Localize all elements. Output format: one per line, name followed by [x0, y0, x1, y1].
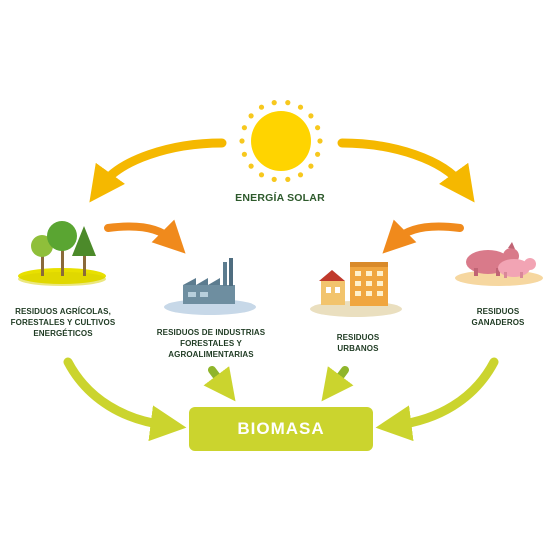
- sun-ray: [271, 100, 277, 106]
- inner-arrow-left: [104, 219, 186, 254]
- sun-ray: [285, 100, 291, 106]
- sun-ray: [297, 172, 304, 178]
- biomasa-label: BIOMASA: [237, 419, 325, 438]
- trees-icon: [18, 221, 106, 286]
- sun-ray: [241, 125, 247, 131]
- biomass-arrow-inner-left: [203, 366, 236, 402]
- inner-arrow-right: [382, 219, 464, 254]
- biomass-arrow-outer-right: [375, 357, 499, 442]
- buildings-icon: [310, 262, 402, 317]
- sun-label: ENERGÍA SOLAR: [235, 192, 325, 204]
- sun-arrow-left: [89, 138, 227, 203]
- biomasa-box: BIOMASA: [189, 407, 373, 451]
- sun-ray: [258, 172, 265, 178]
- sun-ray: [248, 113, 254, 119]
- pigs-icon: [455, 242, 543, 286]
- sun-arrow-right: [337, 138, 475, 203]
- sun-ray: [271, 176, 277, 182]
- sun-ray: [248, 163, 254, 169]
- sun-ray: [258, 104, 265, 110]
- source-label-agricolas: RESIDUOS AGRÍCOLAS, FORESTALES Y CULTIVO…: [10, 307, 116, 338]
- sun-ray: [285, 176, 291, 182]
- factory-icon: [164, 258, 256, 315]
- biomass-arrow-inner-right: [321, 366, 354, 402]
- sun-ray: [308, 113, 314, 119]
- source-label-urbanos: RESIDUOS URBANOS: [336, 333, 380, 353]
- sun-ray: [297, 104, 304, 110]
- biomass-arrow-outer-left: [63, 357, 187, 442]
- source-label-industrias: RESIDUOS DE INDUSTRIAS FORESTALES Y AGRO…: [156, 328, 266, 359]
- sun-icon: [239, 100, 323, 182]
- sun-ray: [308, 163, 314, 169]
- sun-ray: [315, 151, 321, 157]
- sun-ray: [315, 125, 321, 131]
- sun-ray: [317, 138, 323, 144]
- sun-ray: [239, 138, 245, 144]
- source-label-ganaderos: RESIDUOS GANADEROS: [471, 307, 525, 327]
- sun-ray: [241, 151, 247, 157]
